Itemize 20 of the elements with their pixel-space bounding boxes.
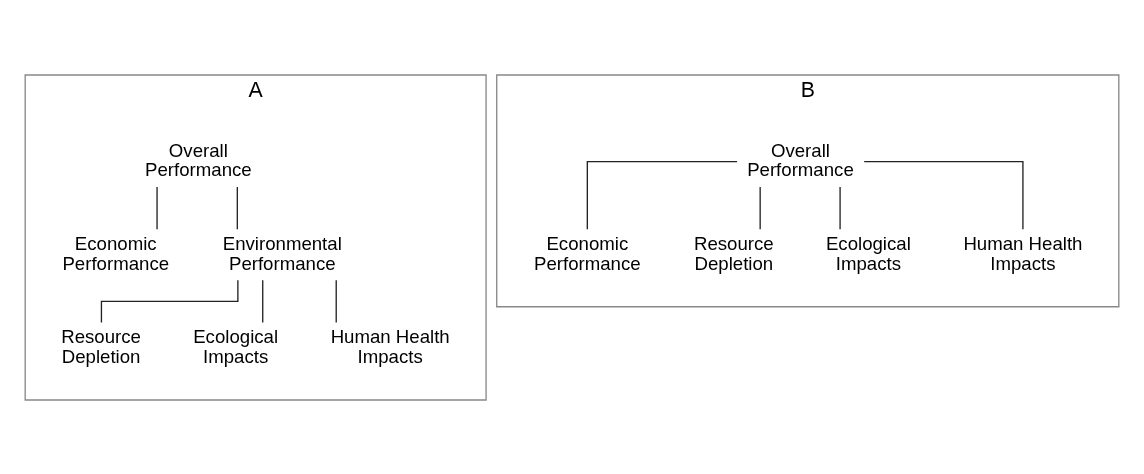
connector: [759, 185, 761, 230]
node-text: Ecological Impacts: [825, 232, 911, 274]
connector: [236, 185, 238, 230]
node-text: Human Health Impacts: [963, 232, 1083, 274]
node-text: Overall Performance: [145, 139, 252, 180]
connector: [586, 160, 738, 230]
node-text: Overall Performance: [747, 139, 854, 180]
node-text: Economic Performance: [534, 232, 641, 274]
connector: [839, 185, 841, 230]
connector: [100, 279, 239, 323]
node-text: Ecological Impacts: [193, 325, 279, 367]
node-text: Economic Performance: [62, 232, 170, 274]
connector: [335, 279, 337, 323]
connector: [863, 160, 1024, 230]
node-text: Resource Depletion: [693, 232, 774, 274]
connector: [262, 279, 264, 323]
connector: [156, 185, 158, 230]
node-text: Resource Depletion: [61, 325, 141, 367]
node-text: Environmental Performance: [222, 232, 342, 274]
node-text: Human Health Impacts: [330, 325, 450, 367]
